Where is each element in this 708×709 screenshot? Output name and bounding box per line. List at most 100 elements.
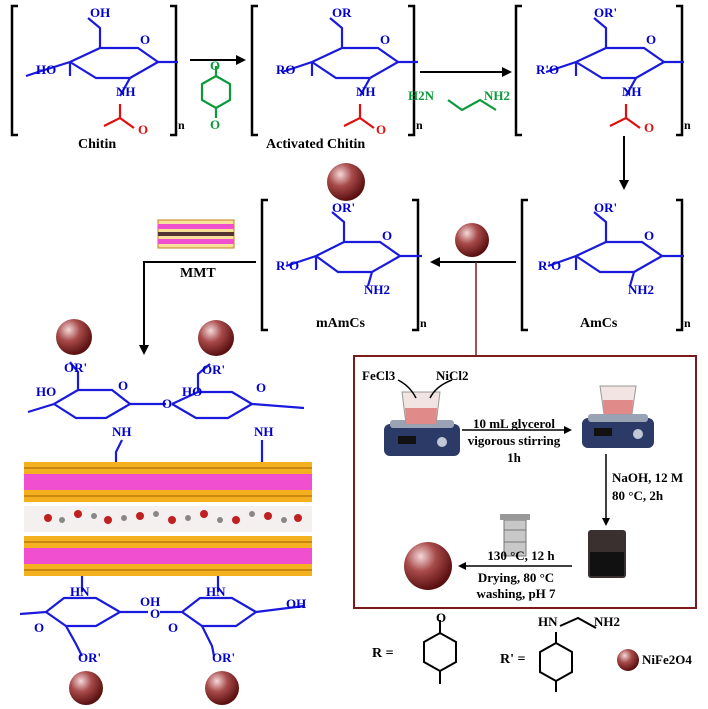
- amcs-structure: [520, 198, 684, 332]
- legend-r-carbonyl-o: O: [436, 610, 447, 625]
- quinone-o-top: O: [210, 58, 221, 73]
- carbonyl-o-activated: O: [376, 122, 387, 137]
- arrow-to-amcs: [619, 136, 629, 190]
- group-h2n-edda: H2N: [408, 88, 434, 103]
- group-or-prime-composite-4: OR': [212, 650, 236, 665]
- synthesis-box: [353, 355, 697, 609]
- group-nh-composite-1: NH: [112, 424, 132, 439]
- group-or-activated: OR: [332, 5, 352, 20]
- arrow-step3: [458, 562, 572, 570]
- r-group-structure: [423, 620, 457, 684]
- carbonyl-o-chitin: O: [138, 122, 149, 137]
- reagent-nicl2: NiCl2: [436, 368, 469, 383]
- group-or-prime-top: OR': [594, 5, 618, 20]
- group-oh-composite-2: OH: [286, 596, 307, 611]
- mmt-layers: [24, 462, 312, 576]
- group-or-prime-composite-3: OR': [78, 650, 102, 665]
- group-ho-chitin: HO: [36, 62, 57, 77]
- step1-line2: vigorous stirring: [467, 433, 561, 448]
- group-ho-composite-2: HO: [182, 384, 203, 399]
- step3-line3: washing, pH 7: [476, 586, 556, 601]
- quinone-o-bottom: O: [210, 117, 221, 132]
- legend-nanoparticle-label: NiFe2O4: [642, 652, 692, 667]
- nanoparticle-sphere: [327, 163, 365, 201]
- nanoparticle-sphere: [404, 542, 452, 590]
- step1-line3: 1h: [507, 450, 521, 465]
- step3-line1: 130 °C, 12 h: [487, 548, 555, 563]
- group-oh-chitin: OH: [90, 5, 111, 20]
- group-r-prime-o-amcs: R'O: [538, 258, 562, 273]
- group-nh-composite-2: NH: [254, 424, 274, 439]
- activated-chitin-structure: [250, 4, 418, 137]
- arrow-chitin-to-activated: [190, 55, 246, 118]
- benzoquinone-icon: [200, 66, 232, 118]
- group-nh2-amcs: NH2: [628, 282, 654, 297]
- nanoparticle-legend-icon: [617, 649, 639, 671]
- ring-oxygen-composite-3: O: [34, 620, 45, 635]
- arrow-to-composite: [139, 261, 256, 355]
- ring-oxygen-amcs: O: [644, 228, 655, 243]
- ring-oxygen-top-right: O: [646, 32, 657, 47]
- legend-r-prime-label: R' =: [500, 652, 526, 667]
- mamcs-structure: [260, 163, 422, 332]
- ring-oxygen-mamcs: O: [382, 228, 393, 243]
- bridge-oxygen-composite-2: O: [150, 606, 161, 621]
- carbonyl-o-top-right: O: [644, 120, 655, 135]
- ring-oxygen-chitin: O: [140, 32, 151, 47]
- group-nh2-edda: NH2: [484, 88, 510, 103]
- nanoparticle-sphere: [455, 223, 489, 257]
- arrow-activated-to-amination: [420, 67, 512, 112]
- reagent-arrows: [397, 379, 453, 399]
- group-hn-composite-1: HN: [70, 584, 90, 599]
- label-mamcs: mAmCs: [316, 316, 365, 331]
- arrow-amcs-to-mamcs: [430, 257, 516, 355]
- composite-structure: [19, 319, 312, 705]
- ring-oxygen-composite-2: O: [256, 380, 267, 395]
- ring-oxygen-composite-4: O: [168, 620, 179, 635]
- group-ro-activated: RO: [276, 62, 296, 77]
- group-nh-chitin: NH: [116, 84, 136, 99]
- magnetic-stirrer-icon: [582, 385, 654, 448]
- group-r-prime-o-mamcs: R'O: [276, 258, 300, 273]
- legend-nh2: NH2: [594, 614, 620, 629]
- group-or-prime-composite-2: OR': [202, 362, 226, 377]
- group-r-prime-o-top: R'O: [536, 62, 560, 77]
- subscript-n: n: [684, 316, 691, 330]
- label-chitin: Chitin: [78, 137, 117, 152]
- legend-r-label: R =: [372, 646, 394, 661]
- product-beaker-icon: [588, 530, 626, 578]
- arrow-step1: [462, 426, 572, 434]
- chitin-structure: [10, 4, 178, 137]
- autoclave-icon: [500, 514, 530, 557]
- group-nh2-mamcs: NH2: [364, 282, 390, 297]
- subscript-n: n: [420, 316, 427, 330]
- mmt-icon: [157, 219, 235, 249]
- group-nh-activated: NH: [356, 84, 376, 99]
- step2-line2: 80 °C, 2h: [612, 488, 664, 503]
- group-or-prime-amcs: OR': [594, 200, 618, 215]
- aminated-intermediate-structure: [514, 4, 684, 137]
- subscript-n: n: [416, 118, 423, 132]
- group-hn-composite-2: HN: [206, 584, 226, 599]
- bridge-oxygen-composite: O: [162, 396, 173, 411]
- ring-oxygen-activated: O: [380, 32, 391, 47]
- legend-hn: HN: [538, 614, 558, 629]
- arrow-step2: [602, 454, 610, 526]
- label-mmt: MMT: [180, 266, 216, 281]
- ethylenediamine-icon: [447, 98, 497, 112]
- ring-oxygen-composite-1: O: [118, 378, 129, 393]
- step1-line1: 10 mL glycerol: [472, 416, 556, 431]
- r-prime-group-structure: [539, 616, 597, 692]
- group-or-prime-mamcs: OR': [332, 200, 356, 215]
- step2-line1: NaOH, 12 M: [612, 470, 684, 485]
- group-ho-composite: HO: [36, 384, 57, 399]
- label-activated-chitin: Activated Chitin: [266, 137, 366, 152]
- group-or-prime-composite-1: OR': [64, 360, 88, 375]
- reagent-fecl3: FeCl3: [362, 368, 396, 383]
- step3-line2: Drying, 80 °C: [477, 570, 555, 585]
- group-nh-top-right: NH: [622, 84, 642, 99]
- subscript-n: n: [684, 118, 691, 132]
- group-oh-composite-1: OH: [140, 594, 161, 609]
- subscript-n: n: [178, 118, 185, 132]
